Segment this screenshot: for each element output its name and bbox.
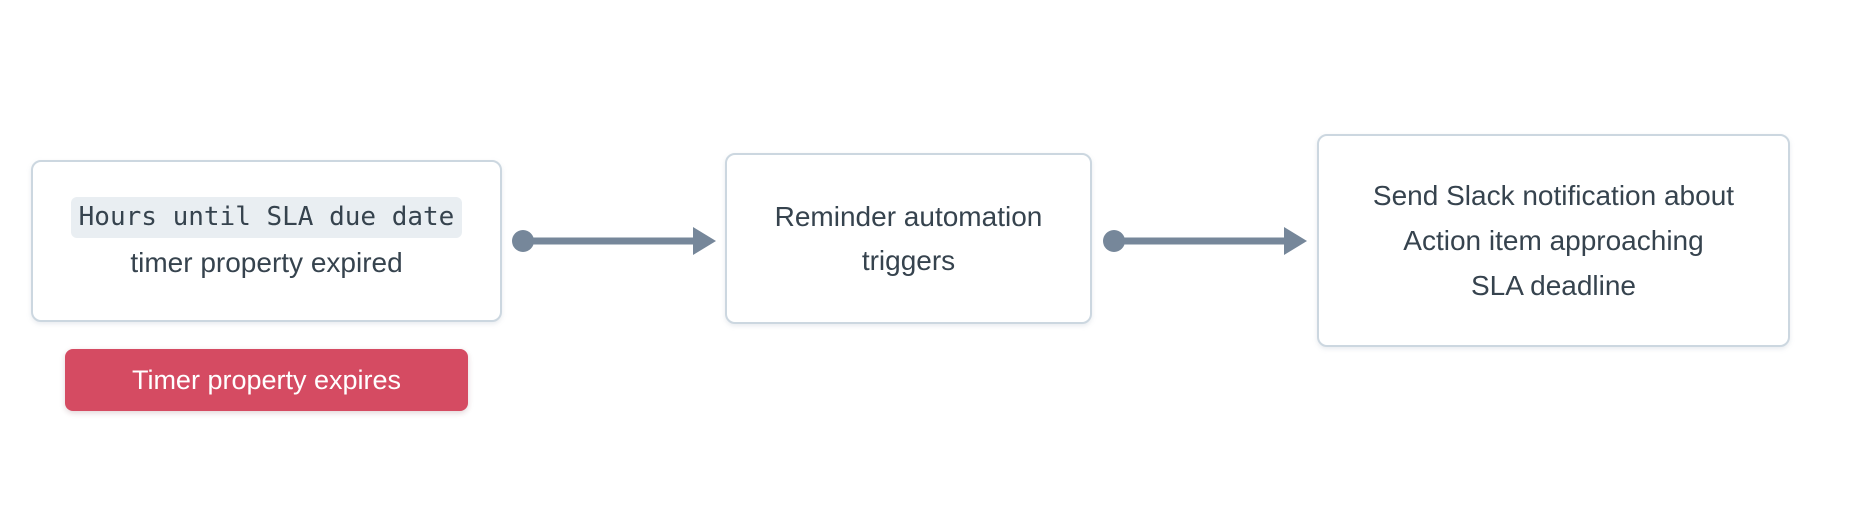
- connector-arrow-1: [512, 227, 716, 255]
- arrowhead-icon: [1284, 227, 1307, 255]
- automation-node: Reminder automation triggers: [725, 153, 1092, 324]
- automation-node-text-line: Reminder automation: [774, 200, 1043, 232]
- action-node-text-line: SLA deadline: [1470, 270, 1637, 301]
- trigger-node: Hours until SLA due date timer property …: [31, 160, 502, 322]
- automation-node-text-line: triggers: [861, 244, 956, 276]
- timer-property-code-chip: Hours until SLA due date: [70, 197, 463, 238]
- arrowhead-icon: [693, 227, 716, 255]
- connector-arrow-2: [1103, 227, 1307, 255]
- trigger-event-badge: Timer property expires: [65, 349, 468, 411]
- trigger-node-text: timer property expired: [130, 247, 403, 278]
- action-node-text-line: Send Slack notification about: [1372, 180, 1735, 211]
- action-node-text-line: Action item approaching: [1403, 225, 1704, 256]
- action-node: Send Slack notification about Action ite…: [1317, 134, 1790, 347]
